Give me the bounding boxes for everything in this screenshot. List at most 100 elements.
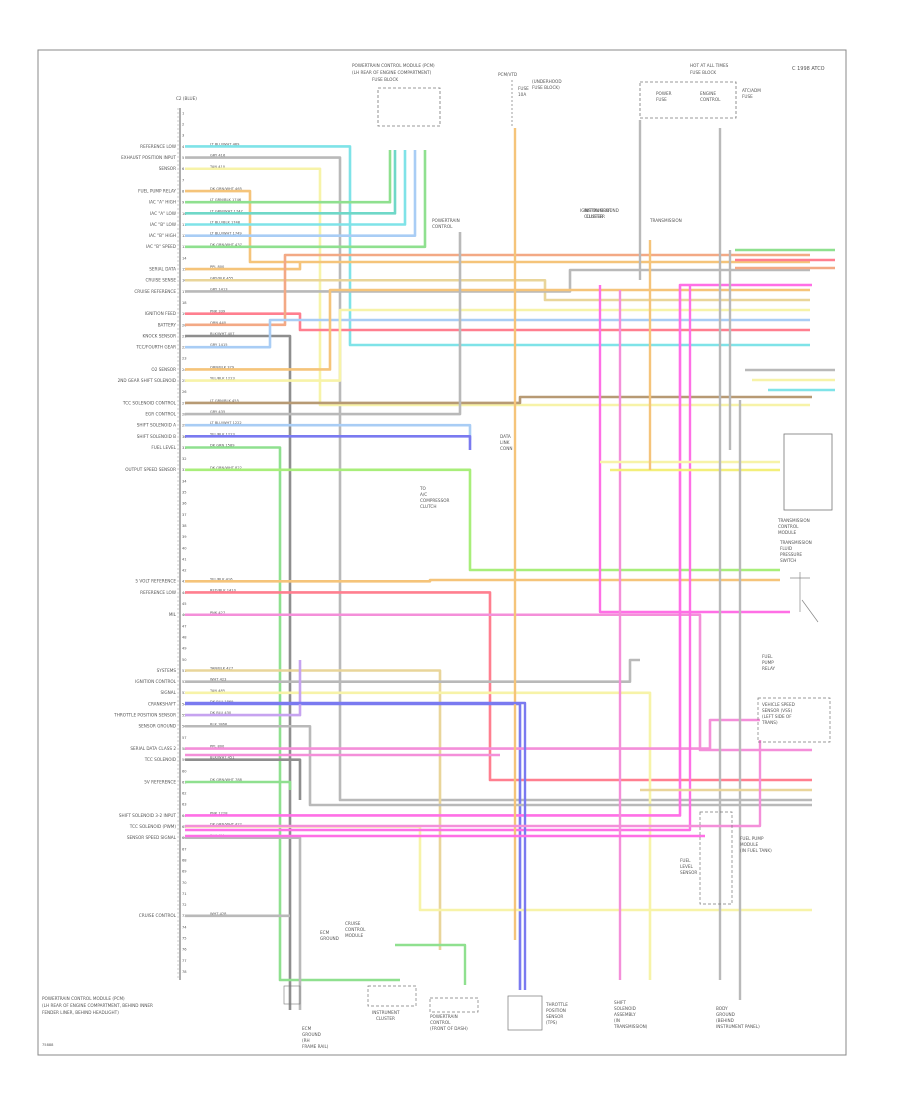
pin-number: 15 — [182, 268, 187, 272]
wire-tag: PPL 800 — [210, 265, 225, 269]
wire-tag: GRY 435 — [210, 410, 225, 414]
right-box-line-1: TRANSMISSION — [777, 518, 810, 523]
pin-number: 60 — [182, 769, 187, 773]
pin-number: 55 — [182, 714, 187, 718]
pin-label: SENSOR — [159, 166, 176, 171]
pcm-title-line-2: (LH REAR OF ENGINE COMPARTMENT, BEHIND I… — [42, 1003, 153, 1008]
pin-label: BATTERY — [158, 322, 177, 327]
top-module-line-2: (LH REAR OF ENGINE COMPARTMENT) — [352, 70, 432, 75]
pin-number: 1 — [182, 111, 184, 115]
wire-tag: GRY 1415 — [210, 343, 228, 347]
pin-number: 63 — [182, 803, 187, 807]
data-link-connector-tag: DATA LINK CONN — [500, 434, 513, 451]
pin-number: 43 — [182, 580, 187, 584]
wire-route-21 — [185, 740, 762, 828]
pin-label: THROTTLE POSITION SENSOR — [113, 713, 176, 718]
pin-number: 27 — [182, 401, 187, 405]
powertrain-control-bottom: POWERTRAIN CONTROL (FRONT OF DASH) — [429, 997, 479, 1031]
wire-tag: RED/BLK 1410 — [210, 588, 237, 592]
wire-tag: YEL/BLK 1223 — [210, 377, 235, 381]
wire-tag: YEL/BLK 1223 — [210, 432, 235, 436]
instrument-mid-line-1: INSTRUMENT — [584, 208, 612, 213]
wire-tag: ORN/BLK 379 — [210, 365, 235, 369]
pin-number: 13 — [182, 245, 187, 249]
wire-tag: DK GRN/WHT 788 — [210, 778, 243, 782]
pin-label: SHIFT SOLENOID A — [137, 423, 176, 428]
wire-tag: TAN 485 — [209, 689, 225, 693]
right-box4-line-3: (LEFT SIDE OF — [762, 714, 792, 719]
top-right-inner-1: POWER — [656, 91, 672, 96]
pin-number: 72 — [182, 903, 187, 907]
wire-tag: LT BLU/WHT 1222 — [210, 421, 242, 425]
wire-tag: YEL/BLK 416 — [210, 577, 233, 581]
wire-37 — [185, 283, 812, 817]
bottom-5-line-5: TRANSMISSION) — [613, 1024, 648, 1029]
diagram-border — [37, 49, 847, 1056]
ign-relay-line-2: TRANSMISSION — [649, 218, 682, 223]
pin-label: SIGNAL — [161, 690, 177, 695]
pin-number: 9 — [182, 201, 185, 205]
pin-number: 64 — [182, 814, 187, 818]
pin-number: 37 — [182, 513, 187, 517]
pin-number: 18 — [182, 301, 187, 305]
pin-number: 40 — [182, 546, 187, 550]
pin-number: 12 — [182, 234, 187, 238]
pin-number: 47 — [182, 624, 187, 628]
pin-number: 23 — [182, 357, 187, 361]
bottom-6-line-2: GROUND — [716, 1012, 735, 1017]
wire-tag: LT BLU/WHT 1749 — [210, 232, 242, 236]
pin-label: SHIFT SOLENOID 3-2 INPUT — [119, 813, 177, 818]
right-box6-line-3: SENSOR — [680, 870, 697, 875]
instrument-cluster-mid: INSTRUMENT CLUSTER — [584, 208, 612, 219]
top-right-inner-4: CONTROL — [700, 97, 721, 102]
pin-number: 67 — [182, 847, 187, 851]
wire-6 — [185, 150, 397, 215]
pin-number: 70 — [182, 881, 187, 885]
pin-label: SENSOR SPEED SIGNAL — [127, 835, 177, 840]
wire-19 — [185, 395, 812, 405]
pin-number: 41 — [182, 557, 187, 561]
top-right-inner-2: FUSE — [656, 97, 667, 102]
pin-label: TCC/FOURTH GEAR — [135, 345, 176, 350]
pin-number: 42 — [182, 569, 187, 573]
pin-label: CRUISE SENSE — [145, 278, 176, 283]
pin-label: EXHAUST POSITION INPUT — [121, 155, 176, 160]
wire-13 — [185, 312, 810, 332]
top-fuse-line-3: 10A — [518, 92, 526, 97]
wire-27 — [185, 613, 812, 752]
wire-35 — [185, 758, 302, 800]
shift-solenoid-assembly: SHIFT SOLENOID ASSEMBLY (IN TRANSMISSION… — [613, 1000, 648, 1029]
right-box5-line-2: MODULE — [740, 842, 759, 847]
pin-number: 51 — [182, 669, 187, 673]
top-fuse-line-1: PCM/VTD — [498, 72, 517, 77]
pin-label: MIL — [169, 612, 177, 617]
pin-label: SERIAL DATA — [149, 267, 176, 272]
pin-number: 71 — [182, 892, 187, 896]
wire-24 — [185, 468, 780, 572]
top-module-line-1: POWERTRAIN CONTROL MODULE (PCM) — [352, 63, 435, 68]
right-box6-line-2: LEVEL — [680, 864, 693, 869]
pin-number: 19 — [182, 312, 187, 316]
pcm-connector: C2 (BLUE) — [176, 96, 197, 980]
pin-label: IGNITION FEED — [145, 311, 176, 316]
wire-16 — [185, 318, 810, 349]
wire-tag: GRY/BLK 455 — [210, 276, 233, 280]
wire-28 — [185, 669, 442, 950]
pin-label: KNOCK SENSOR — [143, 333, 177, 338]
pin-number: 78 — [182, 970, 187, 974]
pcm-title-line-1: POWERTRAIN CONTROL MODULE (PCM) — [42, 996, 125, 1001]
pin-number: 68 — [182, 858, 187, 862]
wire-tag: DK GRN/WHT 465 — [210, 187, 242, 191]
pin-label: SENSOR GROUND — [138, 724, 176, 729]
top-fuse-line-5: FUSE BLOCK) — [532, 85, 560, 90]
connector-header: C2 (BLUE) — [176, 96, 197, 101]
fuel-pump-module: FUEL PUMP MODULE (IN FUEL TANK) FUEL LEV… — [680, 811, 772, 905]
wire-22 — [185, 435, 472, 450]
bottom-6-line-3: (BEHIND — [716, 1018, 734, 1023]
wire-tag: GRY 1413 — [210, 287, 228, 291]
wire-tag: DK GRN/WHT 422 — [210, 823, 242, 827]
bottom-2-line-2: CLUSTER — [376, 1016, 395, 1021]
pin-number: 61 — [182, 780, 187, 784]
top-right-relay-line-1: HOT AT ALL TIMES — [690, 63, 729, 68]
